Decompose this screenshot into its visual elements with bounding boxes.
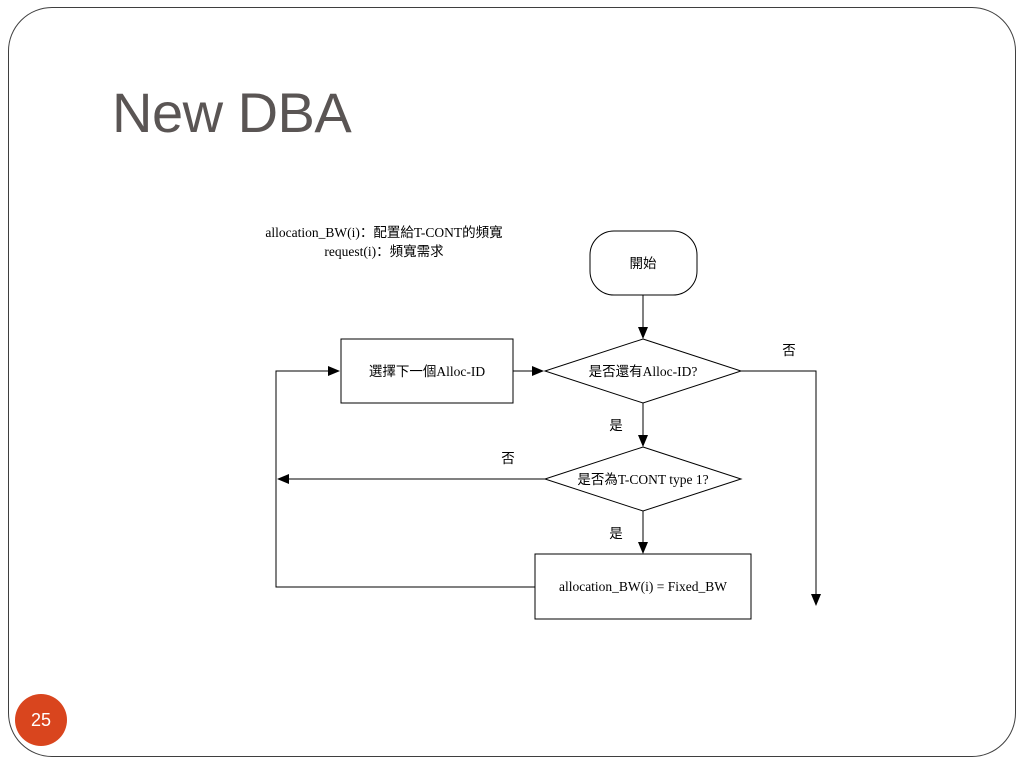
legend-allocation-bw: allocation_BW(i)：配置給T-CONT的頻寬 [265,224,502,240]
edge-tcont-yes-label: 是 [609,526,623,541]
edge-more-alloc-no [741,370,821,606]
decision-tcont-type1-label: 是否為T-CONT type 1? [577,472,708,487]
decision-more-alloc-label: 是否還有Alloc-ID? [589,364,698,379]
start-node-label: 開始 [630,256,658,271]
select-next-alloc-label: 選擇下一個Alloc-ID [369,364,485,379]
assign-fixed-bw-label: allocation_BW(i) = Fixed_BW [559,579,727,594]
edge-more-alloc-no-label: 否 [782,343,796,358]
slide-title: New DBA [112,81,352,144]
legend-request: request(i)：頻寬需求 [324,243,444,259]
edge-more-alloc-yes-label: 是 [609,418,623,433]
select-next-alloc-node [340,338,514,404]
page-number-badge: 25 [15,694,67,746]
edge-assign-loop-back [275,366,535,588]
assign-fixed-bw-node [534,553,752,620]
edge-tcont-no-label: 否 [501,451,515,466]
